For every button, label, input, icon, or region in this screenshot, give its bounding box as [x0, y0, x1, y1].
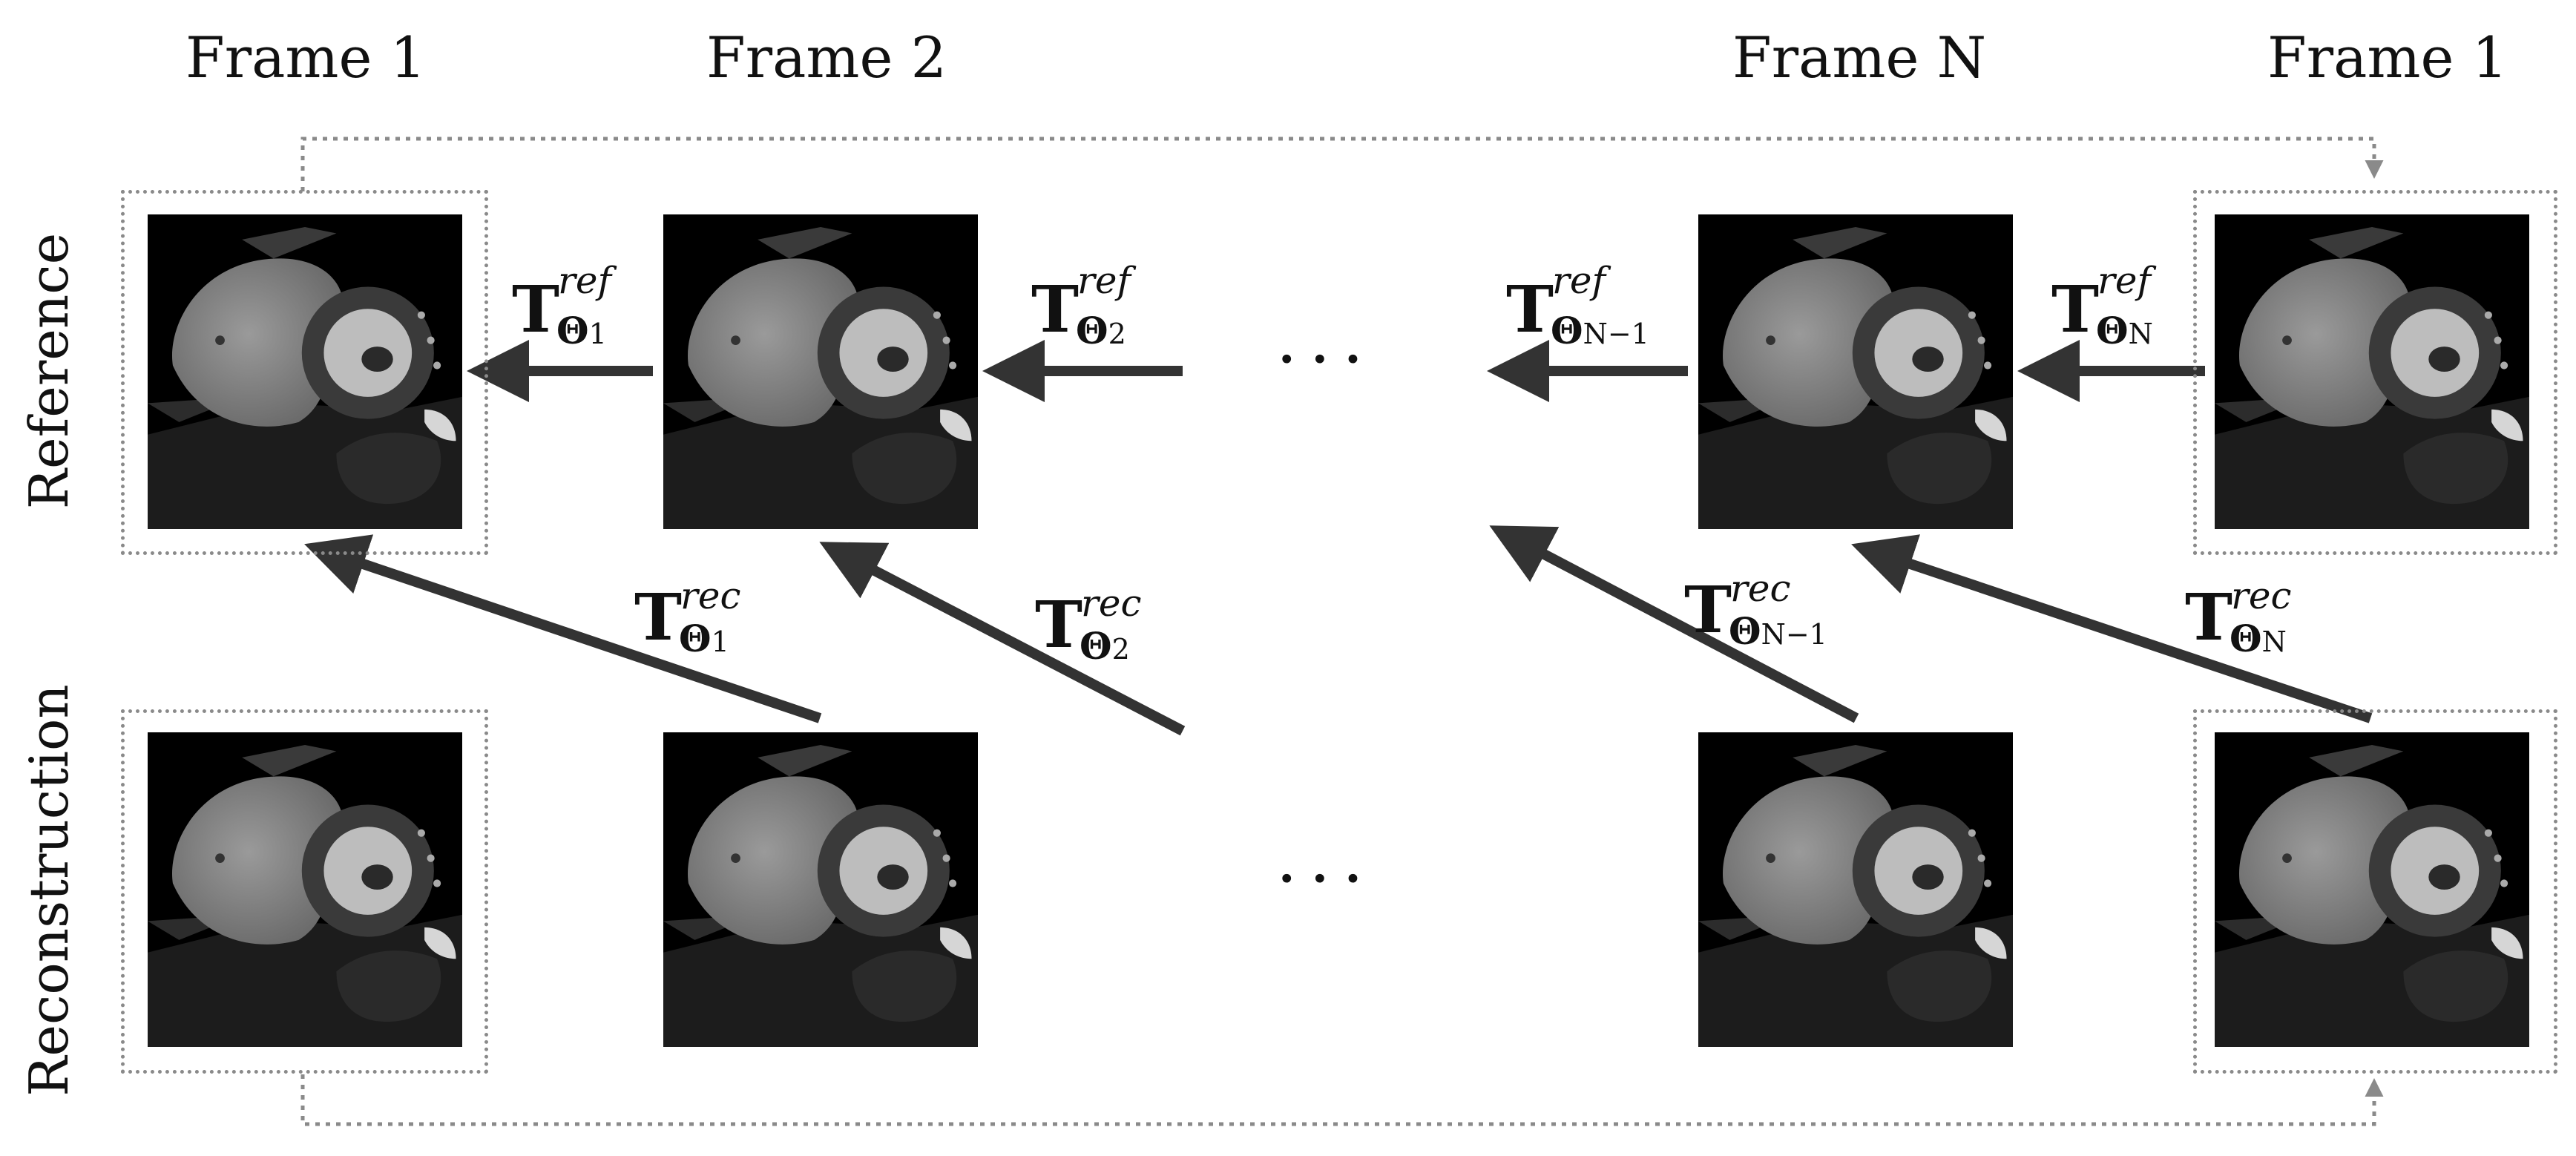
- arrow-rec-2: [819, 542, 1186, 736]
- t-symbol: T: [2051, 272, 2099, 347]
- mri-reference-frame-2: [663, 214, 978, 529]
- reference-frame-1-box: [121, 190, 488, 555]
- theta-symbol: Θ: [1080, 624, 1112, 668]
- transform-label-rec-2: T rec Θ2: [1035, 585, 1142, 665]
- label-subscript: Θ1: [679, 620, 729, 657]
- ellipsis-reconstruction-row: ···: [1276, 840, 1376, 918]
- label-subscript: ΘN: [2096, 312, 2153, 349]
- theta-symbol: Θ: [556, 309, 589, 352]
- mri-reconstruction-frame-2: [663, 732, 978, 1047]
- label-index: 1: [711, 625, 729, 658]
- ellipsis-reference-row: ···: [1276, 321, 1376, 398]
- column-title-frame-2: Frame 2: [706, 24, 947, 91]
- label-index: 2: [1111, 633, 1130, 666]
- label-superscript: rec: [1081, 582, 1142, 625]
- column-title-frame-1-repeat: Frame 1: [2267, 24, 2508, 91]
- t-symbol: T: [512, 272, 559, 347]
- t-symbol: T: [634, 580, 682, 655]
- reconstruction-frame-1-repeat-box: [2193, 709, 2557, 1074]
- mri-reconstruction-frame-n: [1698, 732, 2013, 1047]
- mri-reference-frame-n: [1698, 214, 2013, 529]
- label-index: 1: [588, 318, 607, 350]
- label-index: 2: [1108, 318, 1126, 350]
- label-superscript: rec: [2231, 574, 2292, 617]
- label-superscript: ref: [1077, 259, 1131, 302]
- theta-symbol: Θ: [1551, 309, 1583, 352]
- label-superscript: rec: [1730, 567, 1791, 610]
- column-title-frame-1: Frame 1: [185, 24, 426, 91]
- label-index: N: [2128, 318, 2153, 350]
- label-superscript: ref: [2097, 259, 2151, 302]
- label-superscript: rec: [680, 574, 741, 617]
- reference-frame-1-repeat-box: [2193, 190, 2557, 555]
- label-superscript: ref: [558, 259, 611, 302]
- transform-label-rec-n-1: T rec ΘN−1: [1684, 570, 1827, 650]
- top-cyclic-connector: [300, 137, 2384, 191]
- column-title-frame-n: Frame N: [1732, 24, 1987, 91]
- mri-reference-frame-1: [148, 214, 462, 529]
- label-superscript: ref: [1552, 259, 1606, 302]
- label-subscript: Θ1: [556, 312, 607, 349]
- theta-symbol: Θ: [1729, 609, 1761, 653]
- arrow-rec-n: [1851, 534, 2373, 723]
- transform-label-rec-1: T rec Θ1: [634, 577, 741, 657]
- t-symbol: T: [1506, 272, 1554, 347]
- t-symbol: T: [1035, 588, 1082, 663]
- reconstruction-frame-1-box: [121, 709, 488, 1074]
- theta-symbol: Θ: [2230, 617, 2262, 660]
- t-symbol: T: [1031, 272, 1079, 347]
- label-subscript: ΘN−1: [1729, 613, 1827, 650]
- theta-symbol: Θ: [2096, 309, 2129, 352]
- transform-label-ref-2: T ref Θ2: [1031, 262, 1131, 349]
- bottom-cyclic-connector: [300, 1074, 2384, 1126]
- label-index: N−1: [1761, 618, 1827, 651]
- mri-reconstruction-frame-1-repeat: [2215, 732, 2529, 1047]
- t-symbol: T: [2185, 580, 2232, 655]
- label-subscript: ΘN−1: [1551, 312, 1649, 349]
- label-subscript: Θ2: [1076, 312, 1126, 349]
- theta-symbol: Θ: [1076, 309, 1108, 352]
- arrow-rec-1: [304, 534, 822, 723]
- transform-label-ref-1: T ref Θ1: [512, 262, 611, 349]
- label-subscript: Θ2: [1080, 628, 1130, 665]
- transform-label-ref-n-1: T ref ΘN−1: [1506, 262, 1649, 349]
- arrow-rec-n-1: [1489, 525, 1859, 723]
- theta-symbol: Θ: [679, 617, 712, 660]
- label-subscript: ΘN: [2230, 620, 2287, 657]
- mri-reference-frame-1-repeat: [2215, 214, 2529, 529]
- transform-label-ref-n: T ref ΘN: [2051, 262, 2153, 349]
- mri-reconstruction-frame-1: [148, 732, 462, 1047]
- label-index: N−1: [1583, 318, 1649, 350]
- transform-label-rec-n: T rec ΘN: [2185, 577, 2292, 657]
- t-symbol: T: [1684, 573, 1732, 648]
- label-index: N: [2261, 625, 2287, 658]
